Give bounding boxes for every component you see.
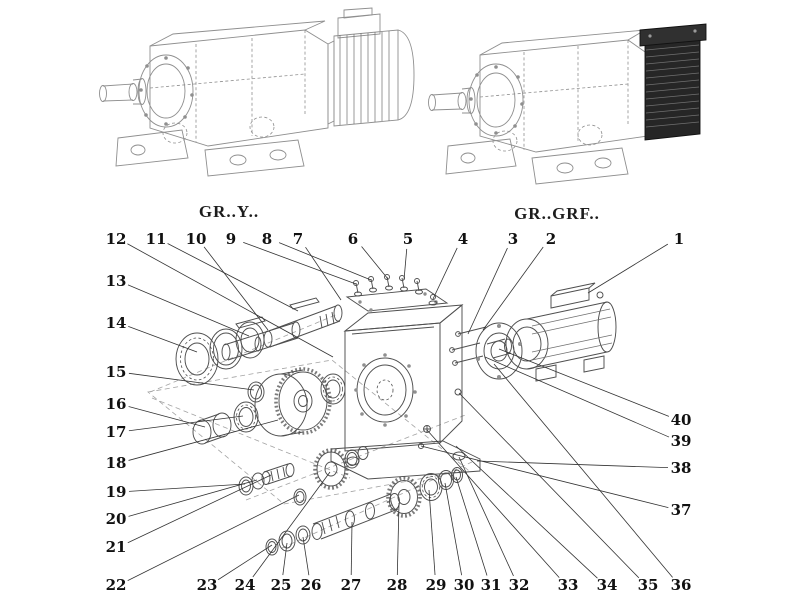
hidden-lines-right [479,40,629,152]
model-label-gr-grf: GR..GRF.. [514,204,600,223]
bolt-dots-right [469,29,697,135]
model-label-gr-y: GR..Y.. [198,202,260,221]
gearmotor-assembled-gr-grf [428,23,707,185]
cover-screws [353,274,438,306]
bore-bolt-dots [354,292,438,427]
assembly-axis-lines [147,313,473,549]
dark-motor-top-cap [639,23,707,47]
motor [505,282,617,382]
motor-fins-left [339,31,390,125]
intermediate-gear [313,446,369,490]
big-gear [254,367,332,437]
gearmotor-assembled-gr-y [99,7,415,177]
mid-bearing [320,373,346,405]
sleeve-and-bearing [192,401,259,445]
bolt-dots-left [139,56,194,126]
flange-studs [449,326,487,366]
exploded-view [147,274,617,556]
hidden-lines-left [149,30,306,144]
motor-flange [475,322,523,380]
input-shafts [221,297,343,361]
motor-fins-right [645,44,700,128]
seal-and-big-bearing [175,321,265,403]
